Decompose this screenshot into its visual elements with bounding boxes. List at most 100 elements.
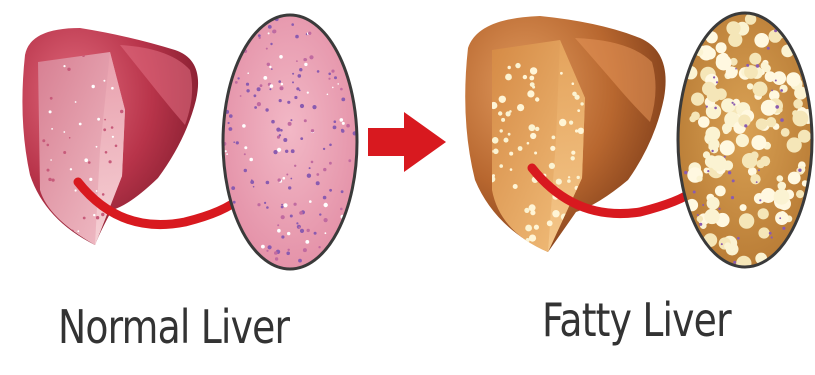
fat-droplet (578, 128, 584, 134)
fatty-tissue-magnified (678, 13, 815, 271)
cell-dot (279, 55, 283, 59)
cell-dot (298, 259, 302, 263)
cell-dot (733, 261, 736, 264)
cell-dot (316, 173, 319, 176)
cell-dot (308, 32, 311, 35)
normal-liver-label: Normal Liver (58, 300, 289, 354)
fat-droplet (756, 118, 768, 130)
cell-dot (319, 213, 321, 215)
cell-dot (271, 120, 275, 124)
fat-droplet (774, 189, 790, 205)
cell-dot (249, 158, 253, 162)
cell-dot (305, 240, 309, 244)
cell-dot (275, 257, 278, 260)
cell-dot (244, 146, 247, 149)
fat-droplet (707, 197, 720, 210)
cell-dot (111, 126, 114, 129)
cell-dot (79, 123, 82, 126)
fat-droplet (698, 116, 710, 128)
cell-dot (771, 236, 773, 238)
cell-dot (268, 25, 272, 29)
fat-droplet (529, 76, 534, 81)
cell-dot (329, 144, 332, 147)
cell-dot (283, 177, 286, 180)
cell-dot (254, 94, 257, 97)
cell-dot (231, 186, 235, 190)
cell-dot (257, 87, 261, 91)
cell-dot (318, 246, 320, 248)
fat-droplet (753, 82, 768, 97)
cell-dot (92, 85, 95, 88)
fat-droplet (569, 121, 573, 125)
fat-droplet (508, 66, 511, 69)
cell-dot (341, 98, 345, 102)
fat-droplet (716, 42, 727, 53)
fat-droplet (786, 72, 800, 86)
cell-dot (278, 178, 281, 181)
cell-dot (334, 120, 337, 123)
cell-dot (758, 169, 760, 171)
cell-dot (328, 73, 331, 76)
cell-dot (75, 189, 77, 191)
cell-dot (290, 215, 293, 218)
cell-dot (731, 196, 734, 199)
fat-droplet (552, 136, 556, 140)
cell-dot (340, 88, 343, 91)
cell-dot (304, 119, 307, 122)
cell-dot (229, 127, 233, 131)
cell-dot (277, 224, 279, 226)
cell-dot (340, 118, 344, 122)
cell-dot (103, 80, 105, 82)
cell-dot (775, 80, 777, 82)
cell-dot (329, 162, 332, 165)
cell-dot (69, 137, 71, 139)
cell-dot (109, 160, 112, 163)
cell-dot (283, 203, 287, 207)
cell-dot (327, 94, 329, 96)
cell-dot (737, 237, 740, 240)
cell-dot (292, 73, 294, 75)
cell-dot (88, 161, 91, 164)
cell-dot (273, 150, 277, 154)
fat-droplet (580, 102, 583, 105)
cell-dot (266, 250, 268, 252)
fat-droplet (715, 88, 727, 100)
fat-droplet (765, 71, 776, 82)
fat-droplet (535, 97, 539, 101)
cell-dot (96, 190, 98, 192)
cell-dot (714, 107, 717, 110)
cell-dot (281, 215, 285, 219)
cell-dot (265, 108, 268, 111)
cell-dot (333, 126, 337, 130)
cell-dot (290, 178, 292, 180)
fat-droplet (716, 55, 732, 71)
cell-dot (307, 229, 310, 232)
cell-dot (337, 83, 339, 85)
fat-droplet (777, 175, 784, 182)
progression-arrow-icon (368, 112, 446, 172)
cell-dot (89, 178, 92, 181)
cell-dot (756, 181, 758, 183)
cell-dot (268, 245, 272, 249)
cell-dot (331, 70, 334, 73)
cell-dot (294, 203, 297, 206)
fat-droplet (517, 104, 524, 111)
fat-droplet (740, 204, 747, 211)
fat-droplet (515, 63, 520, 68)
cell-dot (281, 235, 284, 238)
cell-dot (229, 114, 233, 118)
cell-dot (307, 174, 311, 178)
fat-droplet (708, 144, 714, 150)
fat-droplet (711, 155, 727, 171)
normal-tissue-magnified (222, 15, 357, 269)
cell-dot (746, 64, 749, 67)
cell-dot (269, 66, 271, 68)
cell-dot (266, 48, 268, 50)
fat-droplet (529, 204, 536, 211)
cell-dot (299, 211, 303, 215)
fat-droplet (766, 117, 776, 127)
cell-dot (96, 146, 98, 148)
fat-droplet (534, 225, 539, 230)
fat-droplet (726, 21, 740, 35)
cell-dot (744, 124, 747, 127)
